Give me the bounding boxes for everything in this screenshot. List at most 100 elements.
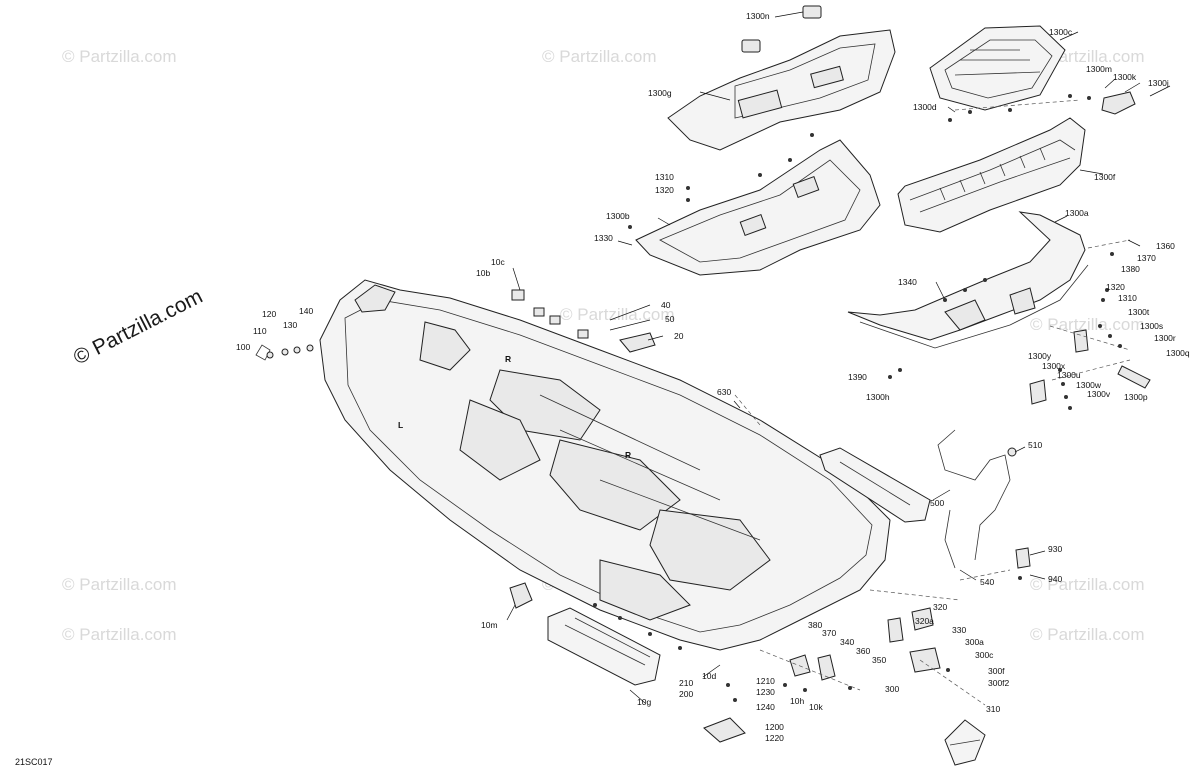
- callout-940[interactable]: 940: [1048, 574, 1062, 584]
- callout-1300m[interactable]: 1300m: [1086, 64, 1112, 74]
- svg-text:R: R: [625, 450, 631, 460]
- callout-1300q[interactable]: 1300q: [1166, 348, 1190, 358]
- callout-1320b[interactable]: 1320: [1106, 282, 1125, 292]
- brand-watermark: © Partzilla.com: [70, 285, 207, 370]
- watermark-text: © Partzilla.com: [1030, 625, 1145, 644]
- callout-1300v[interactable]: 1300v: [1087, 389, 1111, 399]
- callout-1300x[interactable]: 1300x: [1042, 361, 1066, 371]
- callout-360[interactable]: 360: [856, 646, 870, 656]
- drawing-code: 21SC017: [15, 757, 53, 767]
- callout-1300w[interactable]: 1300w: [1076, 380, 1102, 390]
- rear-step-part: [929, 25, 1066, 111]
- bracket-set-part: [789, 547, 1031, 681]
- callout-1300g[interactable]: 1300g: [648, 88, 672, 98]
- callout-930[interactable]: 930: [1048, 544, 1062, 554]
- callout-10m[interactable]: 10m: [481, 620, 498, 630]
- callout-1310b[interactable]: 1310: [1118, 293, 1137, 303]
- callout-200[interactable]: 200: [679, 689, 693, 699]
- callout-1300r[interactable]: 1300r: [1154, 333, 1176, 343]
- callout-300f[interactable]: 300f: [988, 666, 1005, 676]
- callout-1300d[interactable]: 1300d: [913, 102, 937, 112]
- callout-380[interactable]: 380: [808, 620, 822, 630]
- skid-plate-part: [547, 607, 661, 686]
- callout-630[interactable]: 630: [717, 387, 731, 397]
- callout-500[interactable]: 500: [930, 498, 944, 508]
- intake-grate-part: [509, 582, 533, 609]
- svg-text:L: L: [398, 420, 403, 430]
- callout-300f2[interactable]: 300f2: [988, 678, 1010, 688]
- callout-40[interactable]: 40: [661, 300, 671, 310]
- boarding-handle-part: [944, 719, 986, 766]
- callout-210[interactable]: 210: [679, 678, 693, 688]
- callout-540[interactable]: 540: [980, 577, 994, 587]
- callout-310[interactable]: 310: [986, 704, 1000, 714]
- callout-10g[interactable]: 10g: [637, 697, 651, 707]
- callout-1300c[interactable]: 1300c: [1049, 27, 1073, 37]
- callout-330[interactable]: 330: [952, 625, 966, 635]
- callout-300a[interactable]: 300a: [965, 637, 984, 647]
- callout-1310[interactable]: 1310: [655, 172, 674, 182]
- callout-1300u[interactable]: 1300u: [1057, 370, 1081, 380]
- swim-platform-part: [635, 139, 881, 276]
- callout-labels: 1300n 1300c 1300g 1300m 1300k 1300j 1300…: [236, 11, 1190, 743]
- ride-plate-part: [703, 717, 746, 743]
- water-hose-part: [937, 429, 1017, 569]
- callout-140[interactable]: 140: [299, 306, 313, 316]
- watermark-text: © Partzilla.com: [542, 47, 657, 66]
- callout-10k[interactable]: 10k: [809, 702, 823, 712]
- callout-320[interactable]: 320: [933, 602, 947, 612]
- callout-1300s[interactable]: 1300s: [1140, 321, 1163, 331]
- callout-1300p[interactable]: 1300p: [1124, 392, 1148, 402]
- watermark-text: © Partzilla.com: [62, 47, 177, 66]
- callout-1340[interactable]: 1340: [898, 277, 917, 287]
- callout-10b[interactable]: 10b: [476, 268, 490, 278]
- callout-320a[interactable]: 320a: [915, 616, 934, 626]
- callout-1300f[interactable]: 1300f: [1094, 172, 1116, 182]
- callout-1300t[interactable]: 1300t: [1128, 307, 1150, 317]
- callout-1370[interactable]: 1370: [1137, 253, 1156, 263]
- hull-body-part: R R L: [319, 279, 891, 651]
- callout-130[interactable]: 130: [283, 320, 297, 330]
- callout-20[interactable]: 20: [674, 331, 684, 341]
- callout-1200[interactable]: 1200: [765, 722, 784, 732]
- callout-10d[interactable]: 10d: [702, 671, 716, 681]
- callout-1300b[interactable]: 1300b: [606, 211, 630, 221]
- callout-1300h[interactable]: 1300h: [866, 392, 890, 402]
- callout-1300n[interactable]: 1300n: [746, 11, 770, 21]
- leader-lines: [506, 11, 1171, 704]
- callout-1220[interactable]: 1220: [765, 733, 784, 743]
- callout-1240[interactable]: 1240: [756, 702, 775, 712]
- callout-1320[interactable]: 1320: [655, 185, 674, 195]
- watermark-text: © Partzilla.com: [62, 575, 177, 594]
- callout-510[interactable]: 510: [1028, 440, 1042, 450]
- callout-300c[interactable]: 300c: [975, 650, 994, 660]
- callout-370[interactable]: 370: [822, 628, 836, 638]
- mooring-eye-part: [255, 344, 314, 361]
- callout-350[interactable]: 350: [872, 655, 886, 665]
- callout-1330[interactable]: 1330: [594, 233, 613, 243]
- callout-50[interactable]: 50: [665, 314, 675, 324]
- callout-1300a[interactable]: 1300a: [1065, 208, 1089, 218]
- callout-110[interactable]: 110: [253, 326, 267, 336]
- callout-100[interactable]: 100: [236, 342, 250, 352]
- callout-1210[interactable]: 1210: [756, 676, 775, 686]
- callout-120[interactable]: 120: [262, 309, 276, 319]
- svg-text:R: R: [505, 354, 511, 364]
- callout-10h[interactable]: 10h: [790, 696, 804, 706]
- callout-1380[interactable]: 1380: [1121, 264, 1140, 274]
- step-bracket-part: [1101, 91, 1136, 115]
- fasteners: [593, 94, 1122, 702]
- callout-10c[interactable]: 10c: [491, 257, 505, 267]
- watermark-text: © Partzilla.com: [560, 305, 675, 324]
- callout-1300y[interactable]: 1300y: [1028, 351, 1052, 361]
- callout-340[interactable]: 340: [840, 637, 854, 647]
- callout-1300j[interactable]: 1300j: [1148, 78, 1169, 88]
- callout-300[interactable]: 300: [885, 684, 899, 694]
- rear-frame-part: [847, 211, 1089, 349]
- callout-1390[interactable]: 1390: [848, 372, 867, 382]
- watermark-text: © Partzilla.com: [1030, 575, 1145, 594]
- callout-1230[interactable]: 1230: [756, 687, 775, 697]
- callout-1300k[interactable]: 1300k: [1113, 72, 1137, 82]
- callout-1360[interactable]: 1360: [1156, 241, 1175, 251]
